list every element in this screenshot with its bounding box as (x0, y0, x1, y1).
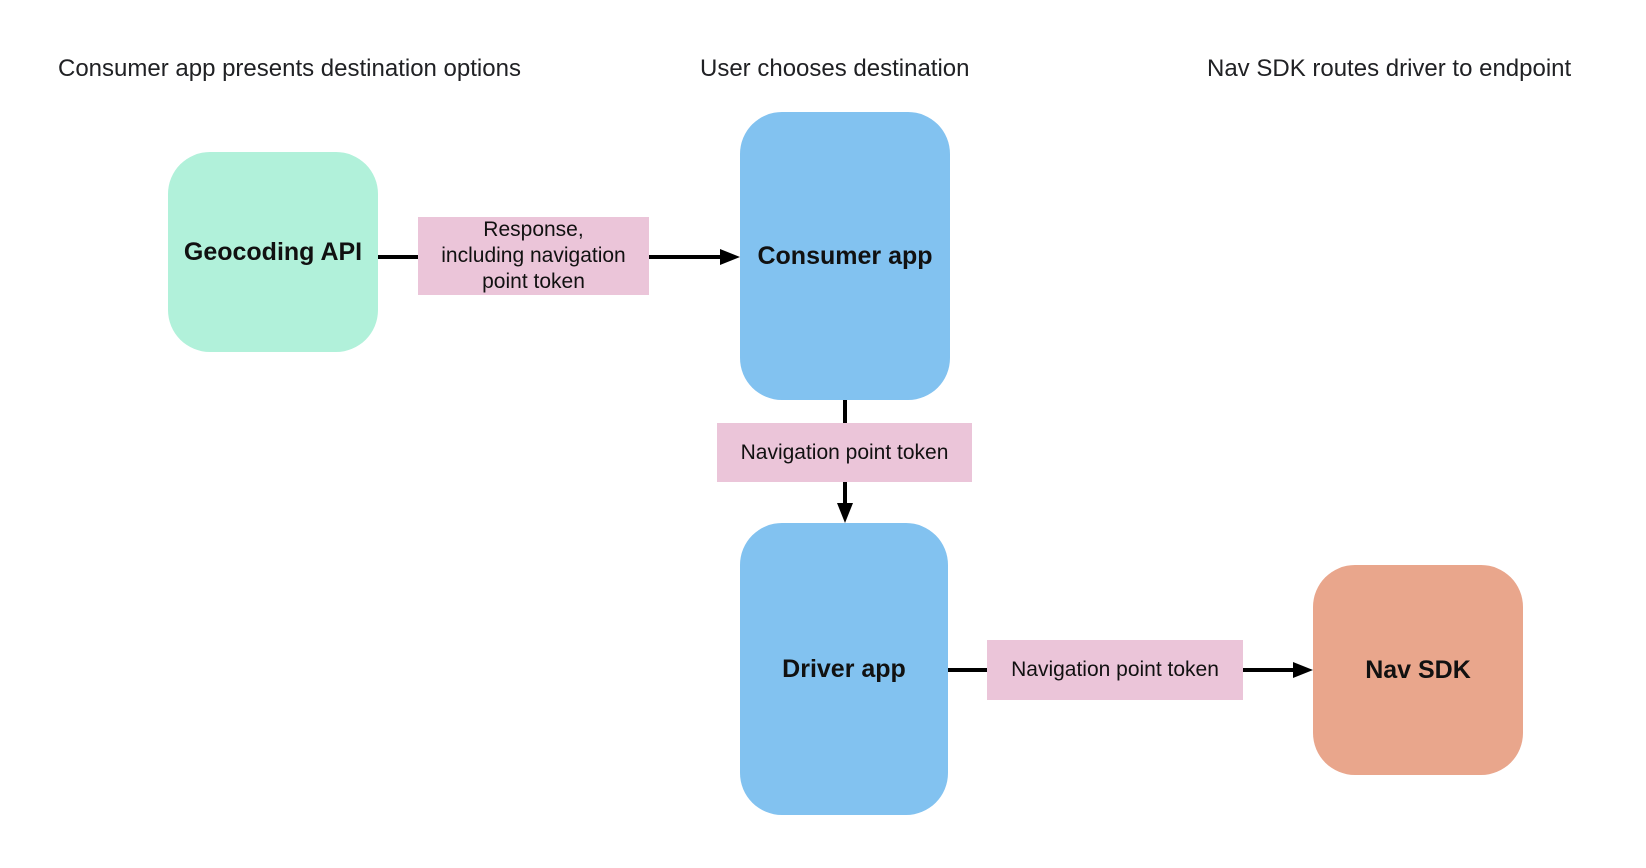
edge-label-navigation-point-token-vertical: Navigation point token (717, 423, 972, 482)
stage-heading-consumer-presents: Consumer app presents destination option… (58, 55, 521, 82)
edge-label-navigation-point-token-horizontal: Navigation point token (987, 640, 1243, 700)
node-driver-app-label: Driver app (782, 654, 906, 683)
node-nav-sdk-label: Nav SDK (1365, 655, 1471, 684)
node-geocoding-api: Geocoding API (168, 152, 378, 352)
stage-heading-navsdk-routes: Nav SDK routes driver to endpoint (1207, 55, 1572, 82)
arrow-driver-to-navsdk-head-icon (1293, 662, 1313, 678)
stage-heading-user-chooses: User chooses destination (700, 55, 970, 82)
arrow-consumer-to-driver-head-icon (837, 503, 853, 523)
node-geocoding-api-label: Geocoding API (183, 237, 363, 266)
node-driver-app: Driver app (740, 523, 948, 815)
edge-label-response-including-token: Response, including navigation point tok… (418, 217, 649, 295)
node-consumer-app: Consumer app (740, 112, 950, 400)
arrow-geocoding-to-consumer-head-icon (720, 249, 740, 265)
node-nav-sdk: Nav SDK (1313, 565, 1523, 775)
node-consumer-app-label: Consumer app (757, 241, 933, 270)
